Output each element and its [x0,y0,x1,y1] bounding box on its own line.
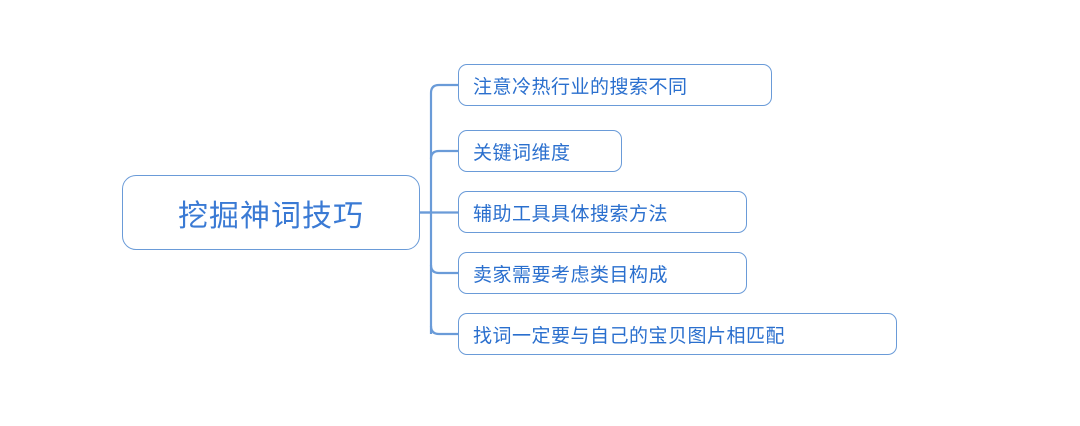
mindmap-child-label-3: 辅助工具具体搜索方法 [473,203,669,225]
mindmap-child-node-3[interactable]: 辅助工具具体搜索方法 [458,191,747,233]
mindmap-root-label: 挖掘神词技巧 [178,199,364,233]
mindmap-child-node-2[interactable]: 关键词维度 [458,130,622,172]
connector-branch-2 [429,149,458,160]
mindmap-child-label-4: 卖家需要考虑类目构成 [473,264,669,286]
mindmap-child-label-5: 找词一定要与自己的宝贝图片相匹配 [473,325,786,347]
mindmap-child-label-2: 关键词维度 [473,142,571,164]
connector-branch-1 [429,83,458,94]
connector-branch-5 [429,325,458,336]
connector-branch-4 [429,264,458,275]
mindmap-child-label-1: 注意冷热行业的搜索不同 [473,76,688,98]
mindmap-root-node[interactable]: 挖掘神词技巧 [122,175,420,250]
mindmap-child-node-4[interactable]: 卖家需要考虑类目构成 [458,252,747,294]
mindmap-child-node-5[interactable]: 找词一定要与自己的宝贝图片相匹配 [458,313,897,355]
mindmap-child-node-1[interactable]: 注意冷热行业的搜索不同 [458,64,772,106]
